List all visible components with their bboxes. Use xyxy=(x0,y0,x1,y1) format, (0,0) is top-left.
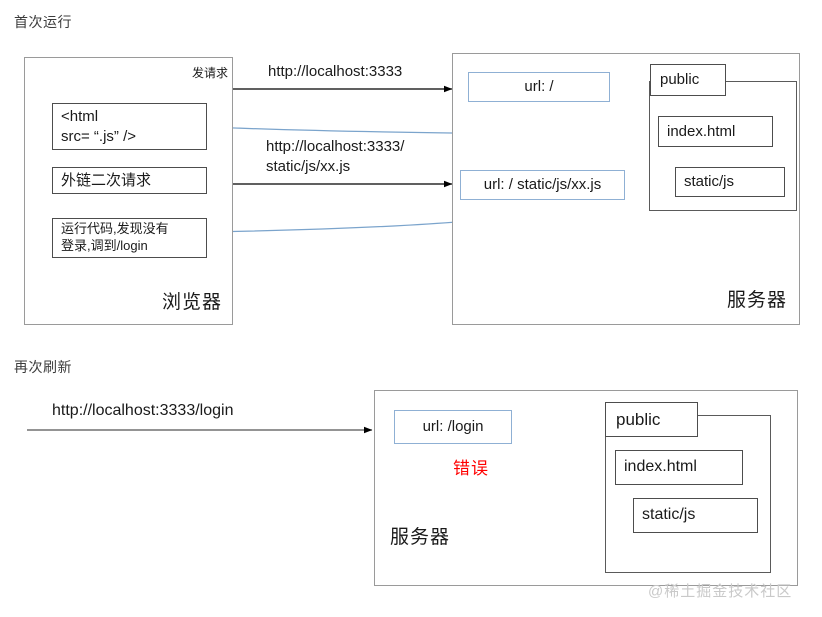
browser-title: 浏览器 xyxy=(162,292,223,313)
public-folder-container-bottom xyxy=(605,415,771,573)
public-folder-label-bottom: public xyxy=(605,402,698,437)
server-url-root-node: url: / xyxy=(468,72,610,102)
browser-html-node: <html src= “.js” /> xyxy=(52,103,207,150)
send-request-label: 发请求 xyxy=(192,66,229,80)
browser-run-code-node: 运行代码,发现没有 登录,调到/login xyxy=(52,218,207,258)
server-index-html-node-bottom: index.html xyxy=(615,450,743,485)
server-error-label: 错误 xyxy=(453,459,489,478)
server-title-bottom: 服务器 xyxy=(390,527,451,548)
server-static-js-node-top: static/js xyxy=(675,167,785,197)
browser-second-request-node: 外链二次请求 xyxy=(52,167,207,194)
server-url-login-node: url: /login xyxy=(394,410,512,444)
arrow-label-request-static: http://localhost:3333/ static/js/xx.js xyxy=(266,138,405,175)
arrow-label-request-login: http://localhost:3333/login xyxy=(52,402,234,419)
scene-refresh-title: 再次刷新 xyxy=(14,359,72,375)
server-static-js-node-bottom: static/js xyxy=(633,498,758,533)
server-title-top: 服务器 xyxy=(727,290,788,311)
watermark-label: @稀土掘金技术社区 xyxy=(648,583,793,600)
scene-first-run-title: 首次运行 xyxy=(14,14,72,30)
server-url-static-node: url: / static/js/xx.js xyxy=(460,170,625,200)
server-index-html-node-top: index.html xyxy=(658,116,773,147)
arrow-label-request-root: http://localhost:3333 xyxy=(268,63,403,80)
public-folder-label-top: public xyxy=(650,64,726,96)
